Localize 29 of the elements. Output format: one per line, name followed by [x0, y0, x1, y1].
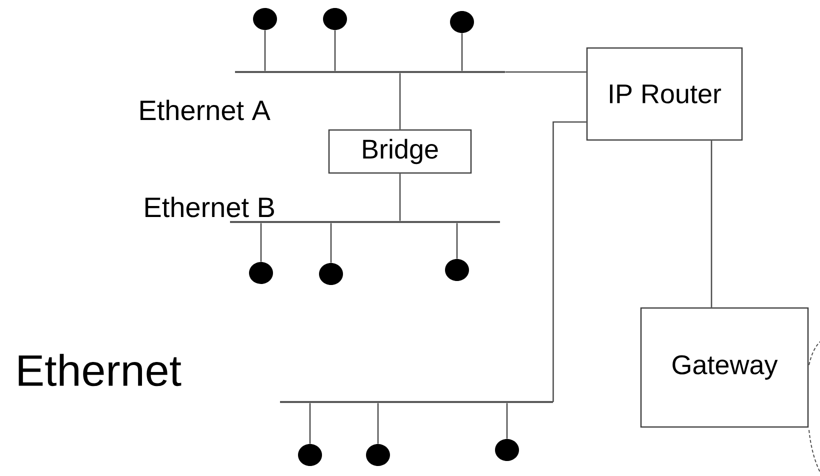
connector-line: [506, 403, 508, 439]
connector-line: [260, 223, 262, 262]
connector-line: [505, 71, 586, 73]
host-dot: [445, 259, 469, 281]
host-dot: [298, 444, 322, 466]
device-box: IP Router: [586, 47, 743, 141]
host-dot: [495, 439, 519, 461]
connector-line: [399, 174, 401, 221]
connector-line: [399, 73, 401, 130]
host-dot: [319, 263, 343, 285]
host-dot: [450, 11, 474, 33]
device-box: Bridge: [328, 129, 472, 174]
network-label: Ethernet B: [146, 196, 274, 218]
device-box: Gateway: [640, 307, 809, 428]
connector-line: [456, 223, 458, 259]
connector-line: [710, 140, 712, 308]
host-dot: [323, 8, 347, 30]
connector-line: [461, 33, 463, 71]
connector-line: [264, 30, 266, 71]
host-dot: [253, 8, 277, 30]
connector-line: [552, 121, 586, 402]
network-label: Ethernet A: [140, 100, 270, 120]
host-dot: [366, 444, 390, 466]
host-dot: [249, 262, 273, 284]
connector-line: [334, 30, 336, 71]
network-label: Ethernet: [18, 354, 182, 386]
connector-line: [309, 403, 311, 444]
connector-line: [377, 403, 379, 444]
connector-line: [330, 223, 332, 263]
